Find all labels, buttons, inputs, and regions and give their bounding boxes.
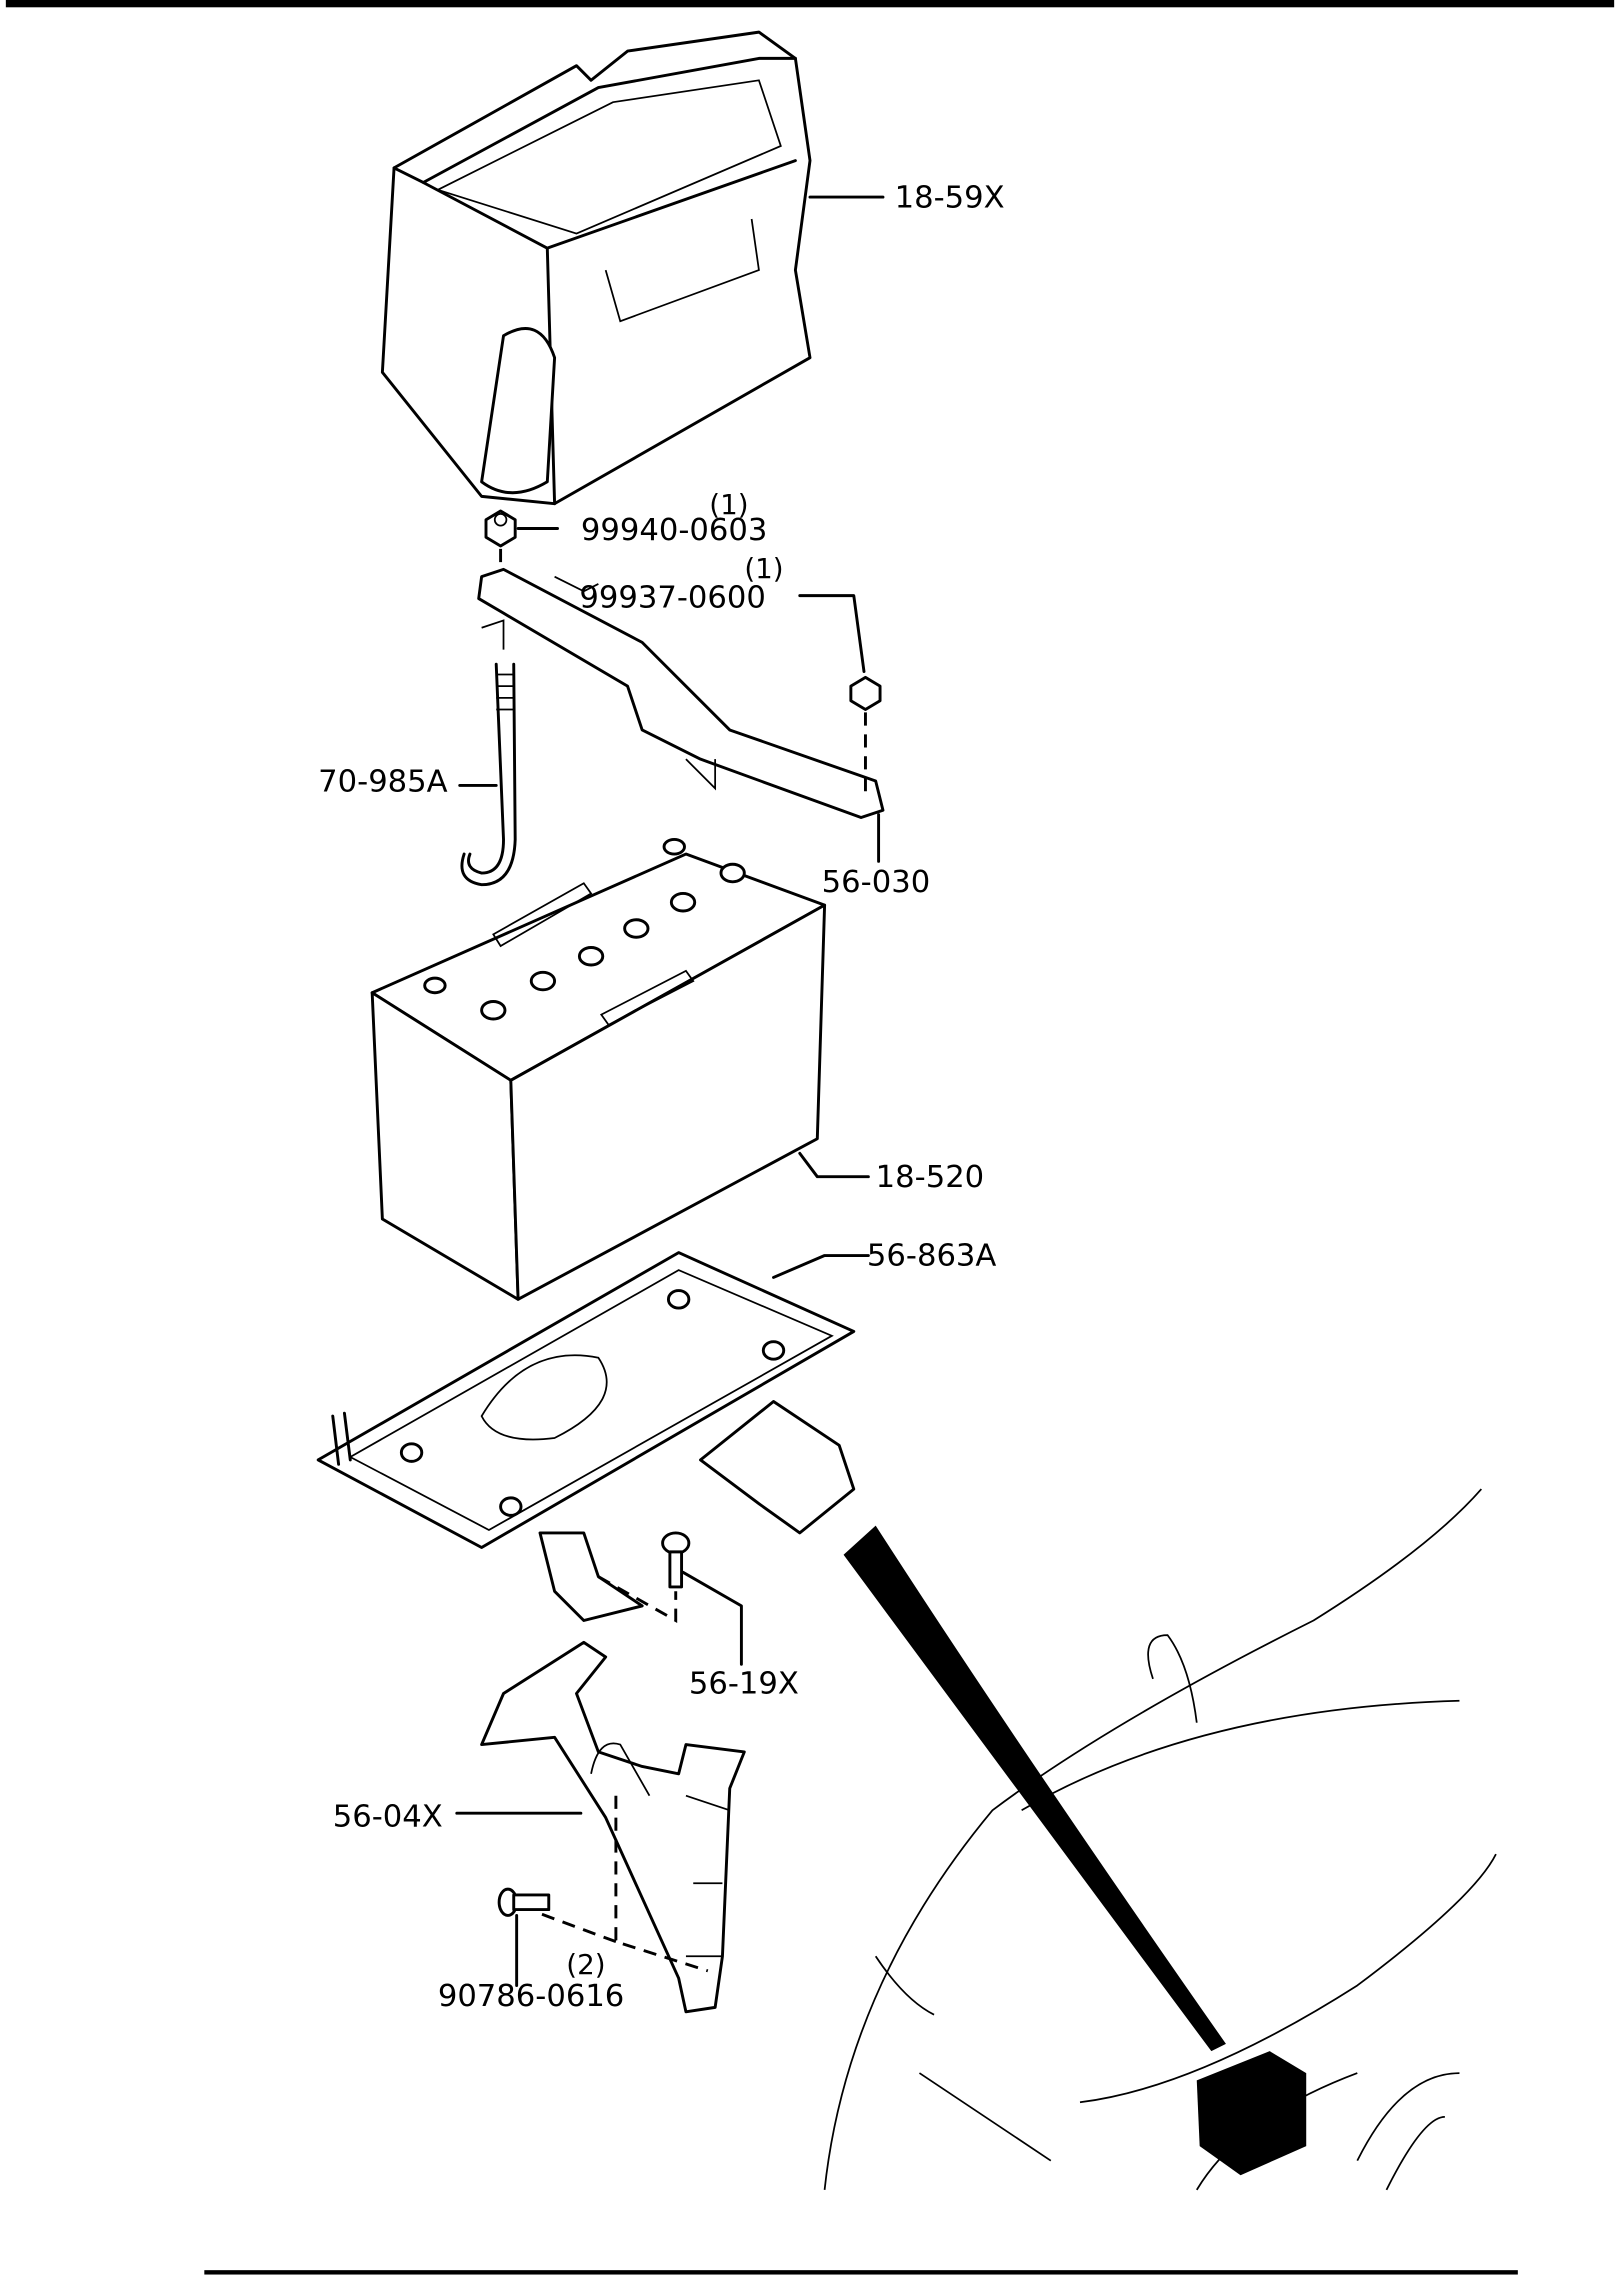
quantity-label: (2) [566,1948,605,1981]
battery-clamp-drawing [477,567,885,820]
hold-down-rod-drawing [460,662,517,887]
part-label: 56-19X [689,1666,799,1701]
part-label: 99940-0603 [581,513,767,548]
battery-tray-drawing [316,1251,856,1622]
quantity-label: (1) [709,488,748,521]
quantity-label: (1) [744,552,783,585]
part-label: 56-04X [333,1799,443,1834]
part-label: 18-59X [895,180,1005,215]
battery-cover-drawing [380,30,812,506]
part-label: 56-863A [867,1239,997,1274]
part-label: 18-520 [876,1160,985,1195]
bottom-rule [204,2270,1518,2275]
bracket-drawing [480,1640,746,2014]
battery-drawing [370,837,827,1301]
bolt-icon [661,1531,691,1589]
part-label: 56-030 [822,865,931,900]
top-rule [5,0,1615,8]
part-label: 90786-0616 [438,1979,624,2014]
part-label: 70-985A [318,764,448,799]
nut-icon [484,509,517,548]
part-label: 99937-0600 [579,580,765,615]
nut-icon [849,675,882,711]
vehicle-location-drawing [823,1488,1497,2191]
flange-bolt-icon [497,1887,551,1917]
